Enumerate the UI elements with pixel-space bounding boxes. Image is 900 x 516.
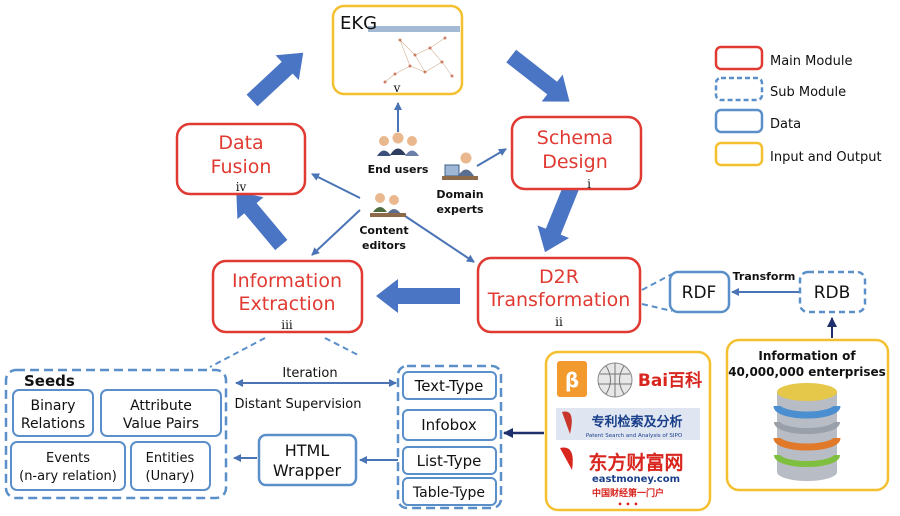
content-editors-label-2: editors — [362, 239, 406, 252]
legend-data-label: Data — [770, 117, 801, 132]
information-extraction-module: Information Extraction iii — [211, 259, 364, 334]
cycle-arrows — [236, 49, 579, 313]
legend-data-swatch — [714, 108, 764, 134]
seeds-panel: Seeds Binary Relations Attribute Value P… — [4, 368, 228, 500]
attribute-value-label-1: Attribute — [130, 398, 192, 414]
attribute-value-label-2: Value Pairs — [123, 416, 199, 432]
fusion-label-1: Data — [218, 132, 263, 154]
html-wrapper-box: HTML Wrapper — [257, 433, 358, 487]
arrow-ekg-to-schema — [506, 49, 570, 102]
rdf-label: RDF — [682, 283, 717, 303]
d2r-module: D2R Transformation ii — [476, 256, 642, 334]
schema-design-step: i — [587, 177, 591, 191]
legend-io-swatch — [714, 141, 764, 167]
fusion-step: iv — [236, 180, 247, 194]
d2r-label-2: Transformation — [487, 289, 631, 311]
entities-label-2: (Unary) — [146, 469, 195, 484]
d2r-step: ii — [555, 315, 563, 329]
more-sources-ellipsis: • • • — [618, 500, 639, 509]
extraction-label-1: Information — [232, 270, 342, 292]
data-fusion-module: Data Fusion iv — [175, 122, 307, 196]
legend-sub-swatch — [714, 76, 764, 102]
infobox-label: Infobox — [421, 416, 477, 434]
database-icon — [773, 383, 841, 481]
text-type-label: Text-Type — [414, 377, 484, 395]
content-editors-icon — [370, 193, 406, 217]
domain-experts-label-2: experts — [436, 203, 484, 216]
sipo-logo: 专利检索及分析 Patent Search and Analysis of SI… — [556, 408, 700, 440]
content-editors-label-1: Content — [359, 224, 408, 237]
eastmoney-url: eastmoney.com — [592, 474, 680, 485]
types-panel: Text-Type Infobox List-Type Table-Type — [396, 364, 503, 510]
rdb-box: RDB — [798, 270, 867, 314]
end-users-label: End users — [368, 163, 429, 176]
seeds-title: Seeds — [24, 372, 75, 390]
html-wrapper-label-2: Wrapper — [273, 461, 342, 480]
legend: Main Module Sub Module Data Input and Ou… — [714, 45, 882, 167]
rdb-label: RDB — [814, 283, 851, 303]
end-users-icon — [377, 132, 419, 156]
events-label-2: (n-ary relation) — [19, 469, 117, 484]
baike-logo-icon: β — [557, 361, 587, 397]
eastmoney-subtitle: 中国财经第一门户 — [592, 487, 664, 499]
domain-experts-label-1: Domain — [436, 188, 483, 201]
people-arrows — [311, 102, 507, 263]
fusion-label-2: Fusion — [211, 156, 272, 178]
distant-supervision-label: Distant Supervision — [235, 397, 362, 412]
extraction-step: iii — [281, 318, 293, 332]
schema-design-label-1: Schema — [537, 127, 613, 149]
ekg-box: EKG v — [331, 4, 464, 96]
domain-experts-icon — [442, 152, 478, 180]
schema-design-label-2: Design — [542, 151, 608, 173]
table-type-label: Table-Type — [412, 485, 485, 501]
eastmoney-logo: 东方财富网 eastmoney.com 中国财经第一门户 — [560, 447, 684, 499]
enterprises-label-1: Information of — [758, 349, 856, 363]
sipo-title: 专利检索及分析 — [591, 414, 682, 430]
schema-design-module: Schema Design i — [510, 115, 643, 191]
rdf-to-d2r-connector — [641, 273, 673, 312]
arrow-d2r-to-extraction — [376, 279, 460, 313]
eastmoney-title: 东方财富网 — [588, 451, 683, 474]
iteration-label: Iteration — [282, 366, 337, 381]
enterprises-label-2: 40,000,000 enterprises — [728, 365, 886, 379]
enterprises-box: Information of 40,000,000 enterprises — [725, 338, 890, 492]
arrow-fusion-to-ekg — [246, 52, 304, 107]
arrow-extraction-to-fusion — [236, 191, 288, 251]
baidu-baike-logo: Bai百科 — [638, 370, 702, 391]
transform-label: Transform — [733, 270, 796, 283]
svg-text:β: β — [565, 368, 579, 392]
html-wrapper-label-1: HTML — [285, 441, 330, 460]
legend-io-label: Input and Output — [770, 150, 882, 165]
ekg-label: EKG — [340, 13, 377, 34]
arrow-schema-to-d2r — [537, 184, 579, 253]
entities-label-1: Entities — [146, 451, 195, 466]
d2r-label-1: D2R — [539, 266, 579, 288]
legend-main-label: Main Module — [770, 54, 852, 69]
events-label-1: Events — [46, 451, 90, 466]
extraction-to-seeds-connector — [209, 337, 361, 368]
wikipedia-icon — [597, 362, 633, 398]
legend-main-swatch — [714, 45, 764, 71]
sipo-subtitle: Patent Search and Analysis of SIPO — [586, 433, 683, 439]
extraction-label-2: Extraction — [239, 293, 336, 315]
ekg-step: v — [393, 81, 401, 95]
binary-relations-label-2: Relations — [21, 416, 85, 432]
web-sources-box: β Bai百科 专利检索及分析 Patent Search and Analys… — [544, 350, 712, 512]
rdf-box: RDF — [668, 270, 731, 314]
binary-relations-label-1: Binary — [31, 398, 76, 414]
list-type-label: List-Type — [417, 452, 482, 470]
legend-sub-label: Sub Module — [770, 85, 846, 100]
